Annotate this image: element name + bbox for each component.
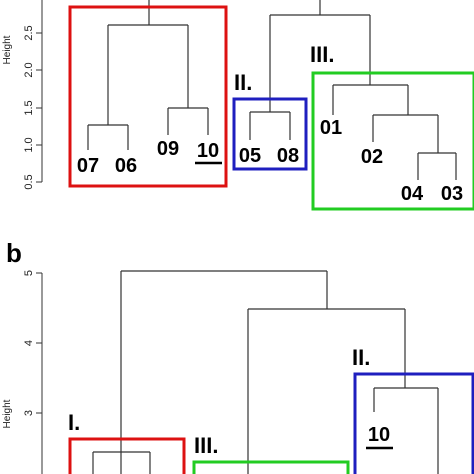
panel-b-tick: 3 [23, 410, 35, 416]
panel-a-tick: 1.0 [23, 137, 35, 152]
panel-b: b 5 4 3 Height [2, 238, 474, 474]
panel-b-leaf-label: 10 [368, 424, 390, 446]
panel-a-cluster-label-iii: III. [310, 42, 334, 67]
panel-a-tick: 2.5 [23, 25, 35, 40]
panel-b-label: b [6, 238, 22, 268]
panel-a-cluster-label-ii: II. [234, 70, 252, 95]
panel-b-cluster-iii-box [192, 460, 350, 474]
panel-a-tick: 2.0 [23, 62, 35, 77]
panel-b-tick: 5 [23, 270, 35, 276]
panel-a-leaf-label: 10 [197, 140, 219, 162]
panel-b-cluster-label-ii: II. [352, 345, 370, 370]
panel-a-leaf-label: 06 [115, 155, 137, 177]
panel-a-dendrogram [87, 0, 457, 180]
panel-a-y-axis: 2.5 2.0 1.5 1.0 0.5 Height [2, 0, 43, 190]
panel-a-leaf-label: 03 [441, 183, 463, 205]
panel-a-tick: 0.5 [23, 174, 35, 189]
panel-b-cluster-label-i: I. [68, 410, 80, 435]
panel-a-cluster-iii-box [311, 71, 474, 211]
panel-b-cluster-i-box [68, 437, 186, 474]
panel-a-tick: 1.5 [23, 100, 35, 115]
panel-a-cluster-i-box [68, 5, 228, 188]
panel-a-axis-title: Height [2, 35, 13, 64]
panel-b-tick: 4 [23, 340, 35, 346]
panel-b-cluster-ii-box [353, 372, 474, 474]
panel-b-cluster-label-iii: III. [194, 433, 218, 458]
panel-a-leaf-label: 07 [77, 155, 99, 177]
panel-b-axis-title: Height [2, 399, 13, 428]
panel-b-y-axis: 5 4 3 Height [2, 270, 43, 474]
panel-a-leaf-label: 05 [239, 145, 261, 167]
panel-a-leaf-label: 08 [277, 145, 299, 167]
panel-a-leaf-label: 01 [320, 117, 342, 139]
panel-a-cluster-ii-box [232, 97, 308, 171]
panel-a-leaf-label: 02 [361, 146, 383, 168]
panel-a-leaf-label: 09 [157, 138, 179, 160]
panel-a-leaf-label: 04 [401, 183, 424, 205]
panel-a: 2.5 2.0 1.5 1.0 0.5 Height [2, 0, 474, 211]
